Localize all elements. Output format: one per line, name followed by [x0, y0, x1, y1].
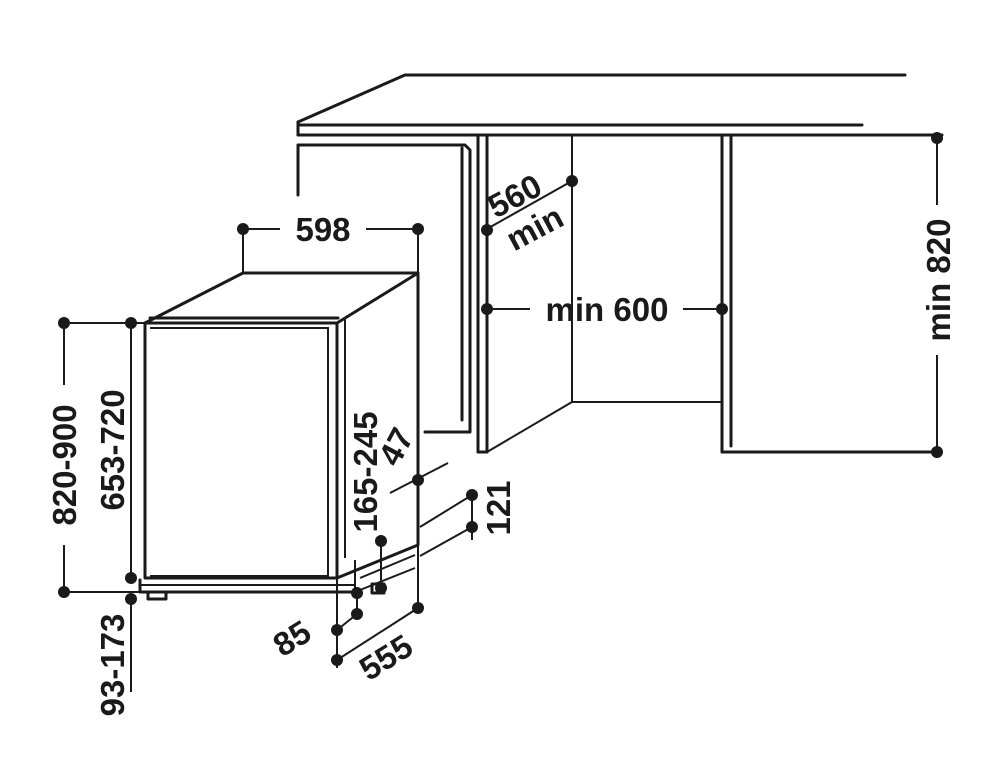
- dimension-dots: [58, 132, 943, 666]
- label-555: 555: [353, 627, 419, 688]
- label-93-173: 93-173: [94, 614, 131, 717]
- label-121: 121: [480, 480, 517, 535]
- label-min-820: min 820: [920, 219, 957, 342]
- label-820-900: 820-900: [46, 404, 83, 525]
- countertop: [296, 73, 944, 137]
- label-165-245: 165-245: [347, 411, 384, 532]
- label-min-600: min 600: [546, 291, 669, 328]
- label-85: 85: [267, 613, 318, 664]
- label-598: 598: [295, 211, 350, 248]
- dimension-labels: 598 820-900 653-720 93-173 165-245 47 12…: [46, 167, 957, 717]
- cabinet-niche: [296, 133, 934, 454]
- label-653-720: 653-720: [94, 389, 131, 510]
